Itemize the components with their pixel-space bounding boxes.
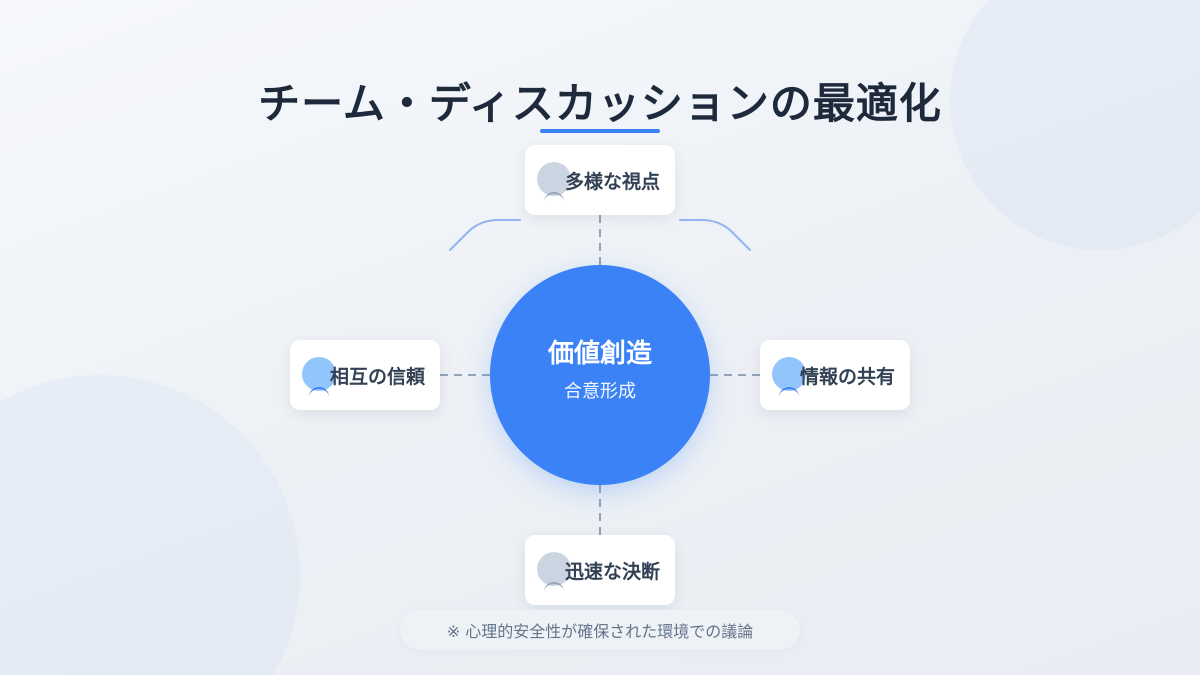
title-underline xyxy=(540,129,660,133)
hub-title: 価値創造 xyxy=(547,339,652,370)
node-label: 相互の信頼 xyxy=(330,365,426,388)
node-mutual-trust: 相互の信頼 xyxy=(290,340,440,410)
node-information-sharing: 情報の共有 xyxy=(760,340,910,410)
node-label: 情報の共有 xyxy=(800,365,896,388)
node-label: 迅速な決断 xyxy=(565,560,661,583)
node-quick-decision: 迅速な決断 xyxy=(525,535,675,605)
person-icon xyxy=(772,357,806,391)
person-icon xyxy=(302,357,336,391)
center-hub: 価値創造 合意形成 xyxy=(490,265,710,485)
footnote-pill: ※ 心理的安全性が確保された環境での議論 xyxy=(400,610,800,650)
node-diverse-perspectives: 多様な視点 xyxy=(525,145,675,215)
decorative-curve-right xyxy=(679,219,751,251)
person-icon xyxy=(537,552,571,586)
page-title: チーム・ディスカッションの最適化 xyxy=(258,79,942,128)
decorative-curve-left xyxy=(449,219,521,251)
person-icon xyxy=(537,162,571,196)
node-label: 多様な視点 xyxy=(565,170,661,193)
hub-subtitle: 合意形成 xyxy=(564,380,636,402)
